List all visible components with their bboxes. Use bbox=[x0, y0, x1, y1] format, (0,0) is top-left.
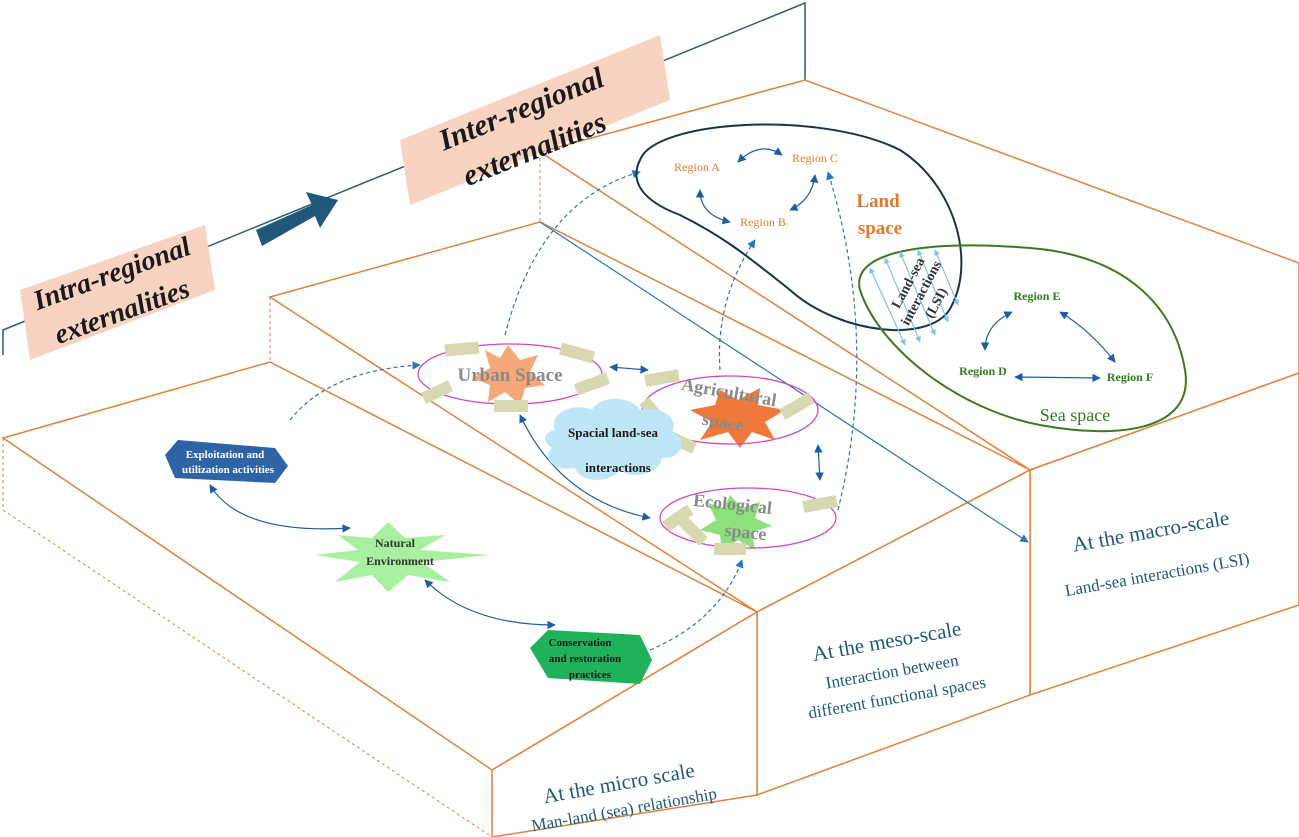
spatial-label-line1: Spacial land-sea bbox=[568, 425, 658, 440]
natural-environment-node: Natural Environment bbox=[315, 522, 490, 592]
exploitation-node: Exploitation and utilization activities bbox=[165, 440, 288, 483]
region-c: Region C bbox=[792, 151, 838, 165]
urban-space: Urban Space bbox=[417, 341, 611, 412]
urban-agri-link bbox=[609, 363, 649, 374]
sea-space-label: Sea space bbox=[1040, 405, 1110, 425]
trend-arrow-icon bbox=[256, 192, 338, 246]
exploitation-label-line2: utilization activities bbox=[182, 464, 275, 476]
conservation-label-line2: and restoration bbox=[549, 653, 621, 665]
land-space-label-line2: space bbox=[858, 218, 902, 239]
natural-label-line2: Environment bbox=[366, 554, 434, 568]
sea-space: Sea space bbox=[858, 244, 1187, 433]
eco-space-label-line2: space bbox=[724, 520, 768, 544]
trend-axis bbox=[2, 1, 806, 355]
conservation-node: Conservation and restoration practices bbox=[530, 630, 652, 684]
region-b: Region B bbox=[740, 215, 786, 229]
spatial-land-sea-cloud: Spacial land-sea interactions bbox=[544, 398, 682, 480]
urban-eco-link bbox=[519, 414, 651, 521]
region-a: Region A bbox=[674, 160, 720, 174]
spatial-label-line2: interactions bbox=[585, 460, 651, 475]
micro-links bbox=[209, 484, 556, 630]
region-e: Region E bbox=[1013, 289, 1060, 303]
intra-regional-label: Intra-regional externalities bbox=[20, 225, 215, 360]
land-space-label-line1: Land bbox=[856, 191, 900, 212]
agri-eco-link bbox=[814, 444, 824, 481]
macro-region-links bbox=[695, 147, 1116, 383]
cross-scale-links bbox=[289, 169, 1029, 651]
exploitation-label-line1: Exploitation and bbox=[186, 449, 265, 461]
urban-space-label: Urban Space bbox=[457, 365, 562, 386]
region-f: Region F bbox=[1107, 370, 1153, 384]
natural-label-line1: Natural bbox=[375, 536, 416, 550]
conservation-label-line3: practices bbox=[569, 669, 612, 681]
conservation-label-line1: Conservation bbox=[549, 637, 612, 649]
region-d: Region D bbox=[959, 364, 1007, 378]
